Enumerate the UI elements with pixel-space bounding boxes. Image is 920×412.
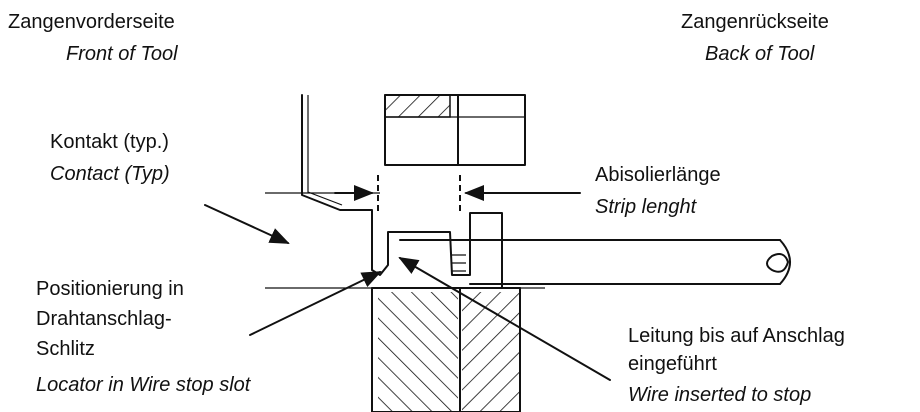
locator-label-de-3: Schlitz	[36, 338, 95, 360]
contact-label-de: Kontakt (typ.)	[50, 131, 169, 153]
locator-label-en: Locator in Wire stop slot	[36, 374, 251, 396]
locator-label-de-1: Positionierung in	[36, 278, 184, 300]
contact-profile	[301, 94, 503, 289]
contact-label-en: Contact (Typ)	[50, 163, 170, 185]
wire-stop-arrow	[398, 256, 611, 381]
wire-label-de-1: Leitung bis auf Anschlag	[628, 325, 845, 347]
front-label-de: Zangenvorderseite	[8, 11, 175, 33]
upper-die	[384, 94, 526, 166]
wire-label-en: Wire inserted to stop	[628, 384, 812, 406]
lower-anvil	[371, 287, 521, 412]
back-label-en: Back of Tool	[705, 43, 815, 65]
strip-label-de: Abisolierlänge	[595, 164, 721, 186]
contact-arrow	[204, 204, 290, 244]
back-label-de: Zangenrückseite	[681, 11, 829, 33]
front-label-en: Front of Tool	[66, 43, 178, 65]
locator-label-de-2: Drahtanschlag-	[36, 308, 172, 330]
wire	[399, 239, 791, 285]
wire-label-de-2: eingeführt	[628, 353, 717, 375]
strip-label-en: Strip lenght	[595, 196, 697, 218]
locator-arrow	[249, 271, 382, 336]
strip-length-dimension	[334, 175, 581, 212]
